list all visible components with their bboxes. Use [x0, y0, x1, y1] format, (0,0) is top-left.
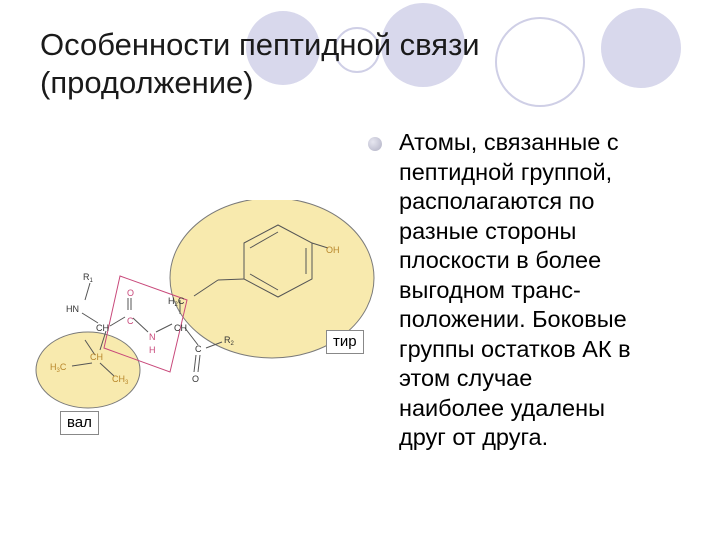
bullet-icon	[368, 137, 382, 151]
bullet-text: Атомы, связанные с пептидной группой, ра…	[399, 128, 709, 453]
c-right-label: C	[195, 344, 202, 354]
o-top-label: O	[127, 288, 134, 298]
deco-circle-outline-2	[495, 17, 585, 107]
bullet-line: Атомы, связанные с	[399, 129, 619, 155]
oh-label: OH	[326, 245, 340, 255]
peptide-diagram: R1 HN CH O C N H CH H2C C O R2 OH H3C CH…	[35, 200, 375, 409]
tyrosine-ellipse	[169, 200, 375, 359]
deco-circle-outline-1	[334, 27, 380, 73]
ch-right-label: CH	[174, 323, 187, 333]
valine-ellipse	[35, 331, 141, 409]
h2c-label: H2C	[168, 296, 185, 308]
ch-valine-label: CH	[90, 352, 103, 362]
peptide-plane	[103, 275, 188, 373]
ch-left-label: CH	[96, 323, 109, 333]
bullet-line: положении. Боковые	[399, 306, 627, 332]
slide-title-line-2: (продолжение)	[40, 65, 254, 100]
h-amide-label: H	[149, 345, 156, 355]
deco-circle-filled-1	[246, 11, 320, 85]
bullet-line: этом случае	[399, 365, 533, 391]
r1-label: R1	[83, 272, 94, 284]
bullet-line: разные стороны	[399, 217, 577, 244]
ch3-label: CH3	[112, 374, 129, 386]
deco-circle-filled-2	[381, 3, 465, 87]
deco-circle-filled-3	[601, 8, 681, 88]
slide-title: Особенности пептидной связи (продолжение…	[40, 26, 510, 102]
bullet-line: друг от друга.	[399, 424, 549, 450]
o-bottom-label: O	[192, 374, 199, 384]
hn-label: HN	[66, 304, 79, 314]
r2-label: R2	[224, 335, 235, 347]
bullet-line: располагаются по	[399, 188, 595, 214]
bullet-line: группы остатков АК в	[399, 335, 631, 362]
tyrosine-label: тир	[326, 330, 364, 354]
bullet-line: пептидной группой,	[399, 158, 613, 185]
slide-title-line-1: Особенности пептидной связи	[40, 27, 480, 62]
h3c-label: H3C	[50, 362, 67, 374]
n-amide-label: N	[149, 332, 156, 342]
bullet-line: выгодном транс-	[399, 276, 581, 303]
c-carbonyl-label: C	[127, 316, 134, 326]
bullet-line: плоскости в более	[399, 247, 602, 273]
bullet-line: наиболее удалены	[399, 394, 605, 421]
decorative-circles	[246, 3, 681, 107]
bond-lines	[71, 224, 329, 377]
valine-label: вал	[60, 411, 99, 435]
